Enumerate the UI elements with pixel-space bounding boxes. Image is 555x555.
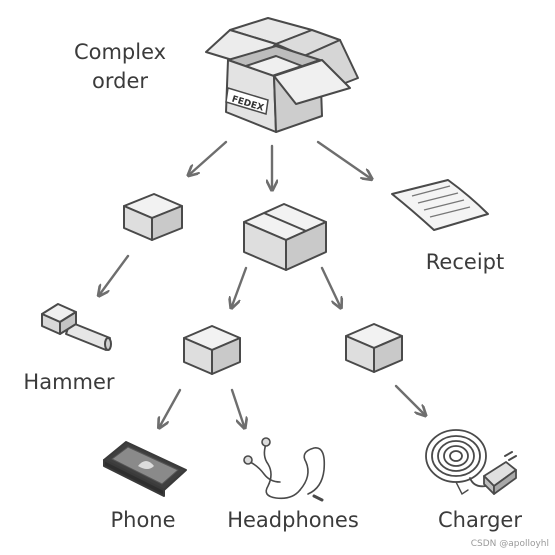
open-box-icon	[205, 17, 359, 133]
hammer-label: Hammer	[23, 370, 115, 394]
complex-order-label-line1: Complex	[73, 40, 167, 64]
phone-icon	[103, 441, 187, 497]
phone-label: Phone	[110, 508, 176, 532]
receipt-label: Receipt	[425, 250, 505, 274]
hammer-icon	[41, 303, 112, 351]
charger-icon	[425, 429, 517, 496]
headphones-label: Headphones	[227, 508, 359, 532]
box-icon	[243, 203, 327, 271]
arrows	[100, 140, 424, 426]
box-icon	[345, 323, 403, 373]
box-icon	[183, 325, 241, 375]
arrow-box-b-to-box-c	[232, 266, 248, 306]
receipt-icon	[391, 179, 489, 231]
headphones-icon	[243, 437, 326, 502]
arrow-order-to-receipt	[316, 140, 370, 178]
complex-order-label: Complex order	[74, 38, 166, 96]
arrow-box-c-to-headphones	[230, 388, 244, 426]
complex-order-label-line2: order	[92, 69, 148, 93]
arrow-box-d-to-charger	[394, 384, 424, 414]
watermark: CSDN @apolloyhl	[470, 539, 549, 549]
arrow-box-c-to-phone	[160, 388, 182, 426]
charger-label: Charger	[438, 508, 522, 532]
arrow-box-a-to-hammer	[100, 254, 130, 294]
box-icon	[123, 193, 183, 241]
arrow-order-to-box-a	[190, 140, 228, 174]
arrow-box-b-to-box-d	[320, 266, 340, 306]
